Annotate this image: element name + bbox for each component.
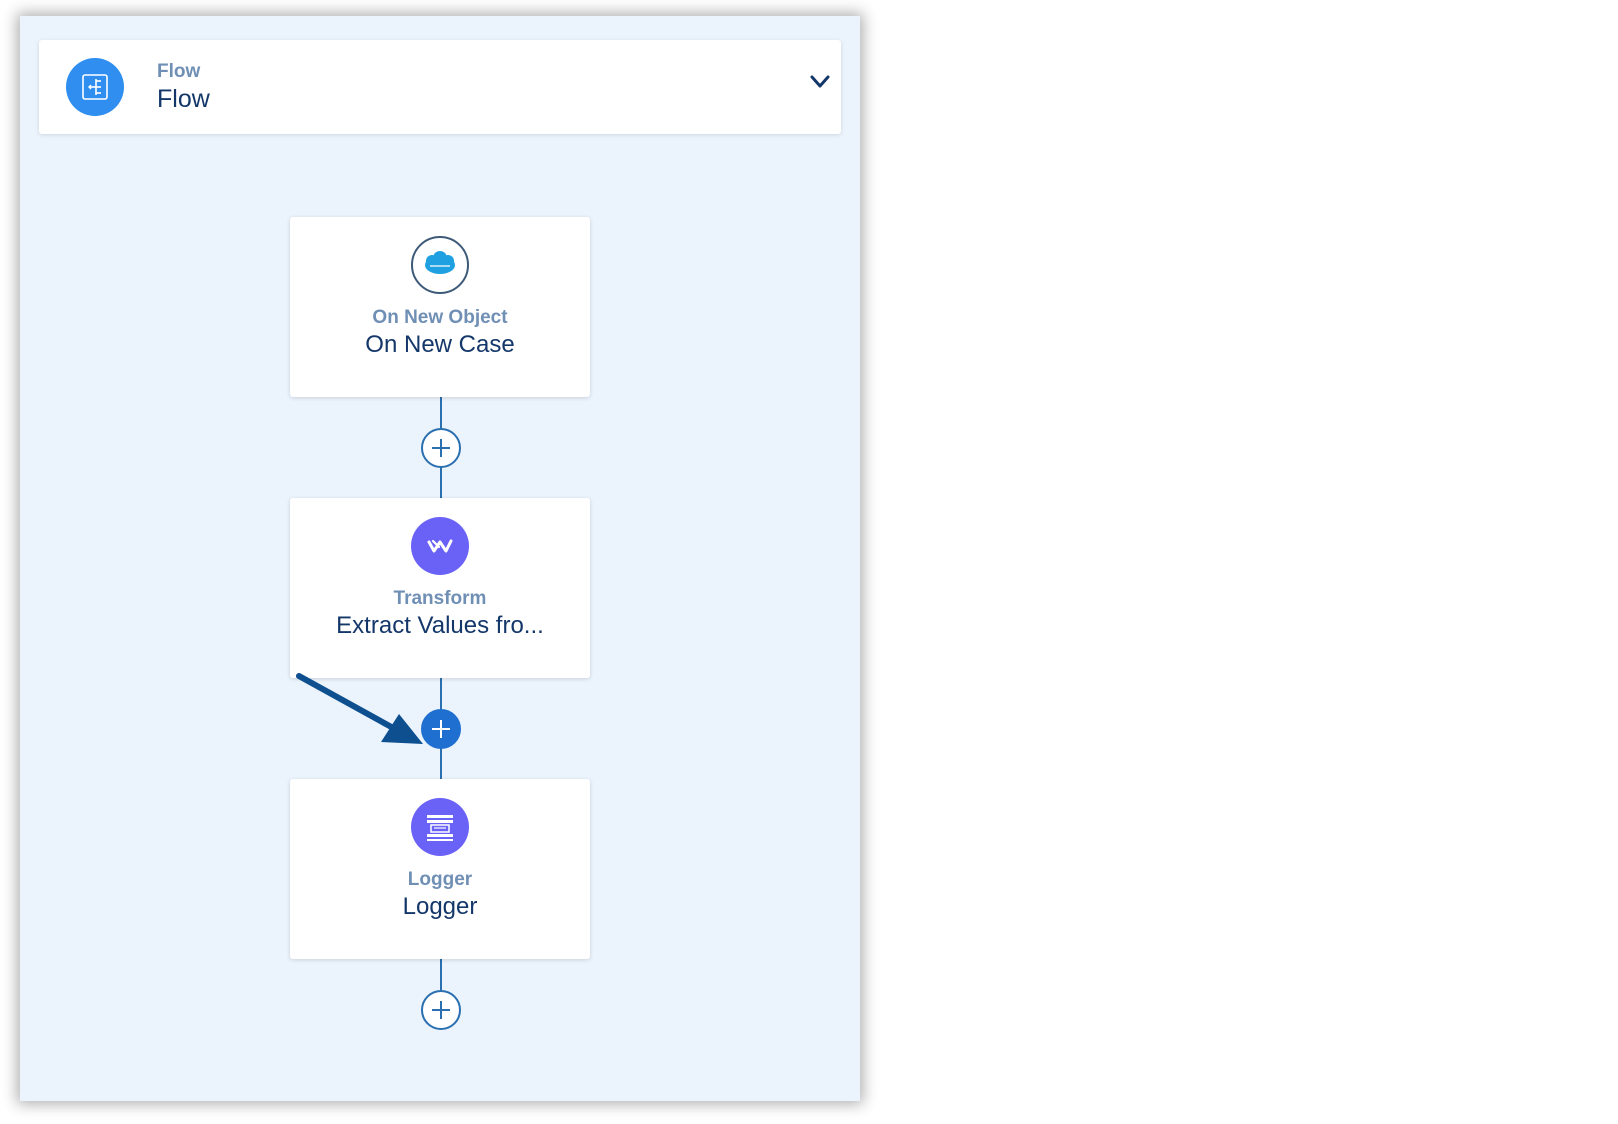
annotation-arrow-icon <box>295 672 435 757</box>
plus-icon <box>432 439 450 457</box>
node-name-label: Extract Values fro... <box>336 612 544 639</box>
chevron-down-icon[interactable] <box>809 74 831 95</box>
node-type-label: On New Object <box>372 307 508 328</box>
flow-header-title: Flow <box>157 85 210 113</box>
flow-canvas-panel: Flow Flow On New Object On New Case <box>20 16 860 1101</box>
plus-icon <box>432 1001 450 1019</box>
flow-node-transform[interactable]: Transform Extract Values fro... <box>290 498 590 678</box>
flow-icon <box>66 58 124 116</box>
transform-icon <box>411 517 469 575</box>
flow-node-on-new-object[interactable]: On New Object On New Case <box>290 217 590 397</box>
plus-icon <box>432 720 450 738</box>
add-step-button[interactable] <box>421 990 461 1030</box>
connector-line <box>440 952 442 1010</box>
flow-header[interactable]: Flow Flow <box>39 40 841 134</box>
logger-icon <box>411 798 469 856</box>
node-type-label: Transform <box>393 588 487 609</box>
node-name-label: Logger <box>402 893 478 920</box>
flow-node-logger[interactable]: Logger Logger <box>290 779 590 959</box>
salesforce-icon <box>411 236 469 294</box>
node-name-label: On New Case <box>365 331 515 358</box>
node-type-label: Logger <box>407 869 473 890</box>
add-step-button[interactable] <box>421 428 461 468</box>
flow-header-subtitle: Flow <box>157 61 201 82</box>
add-step-button-active[interactable] <box>421 709 461 749</box>
